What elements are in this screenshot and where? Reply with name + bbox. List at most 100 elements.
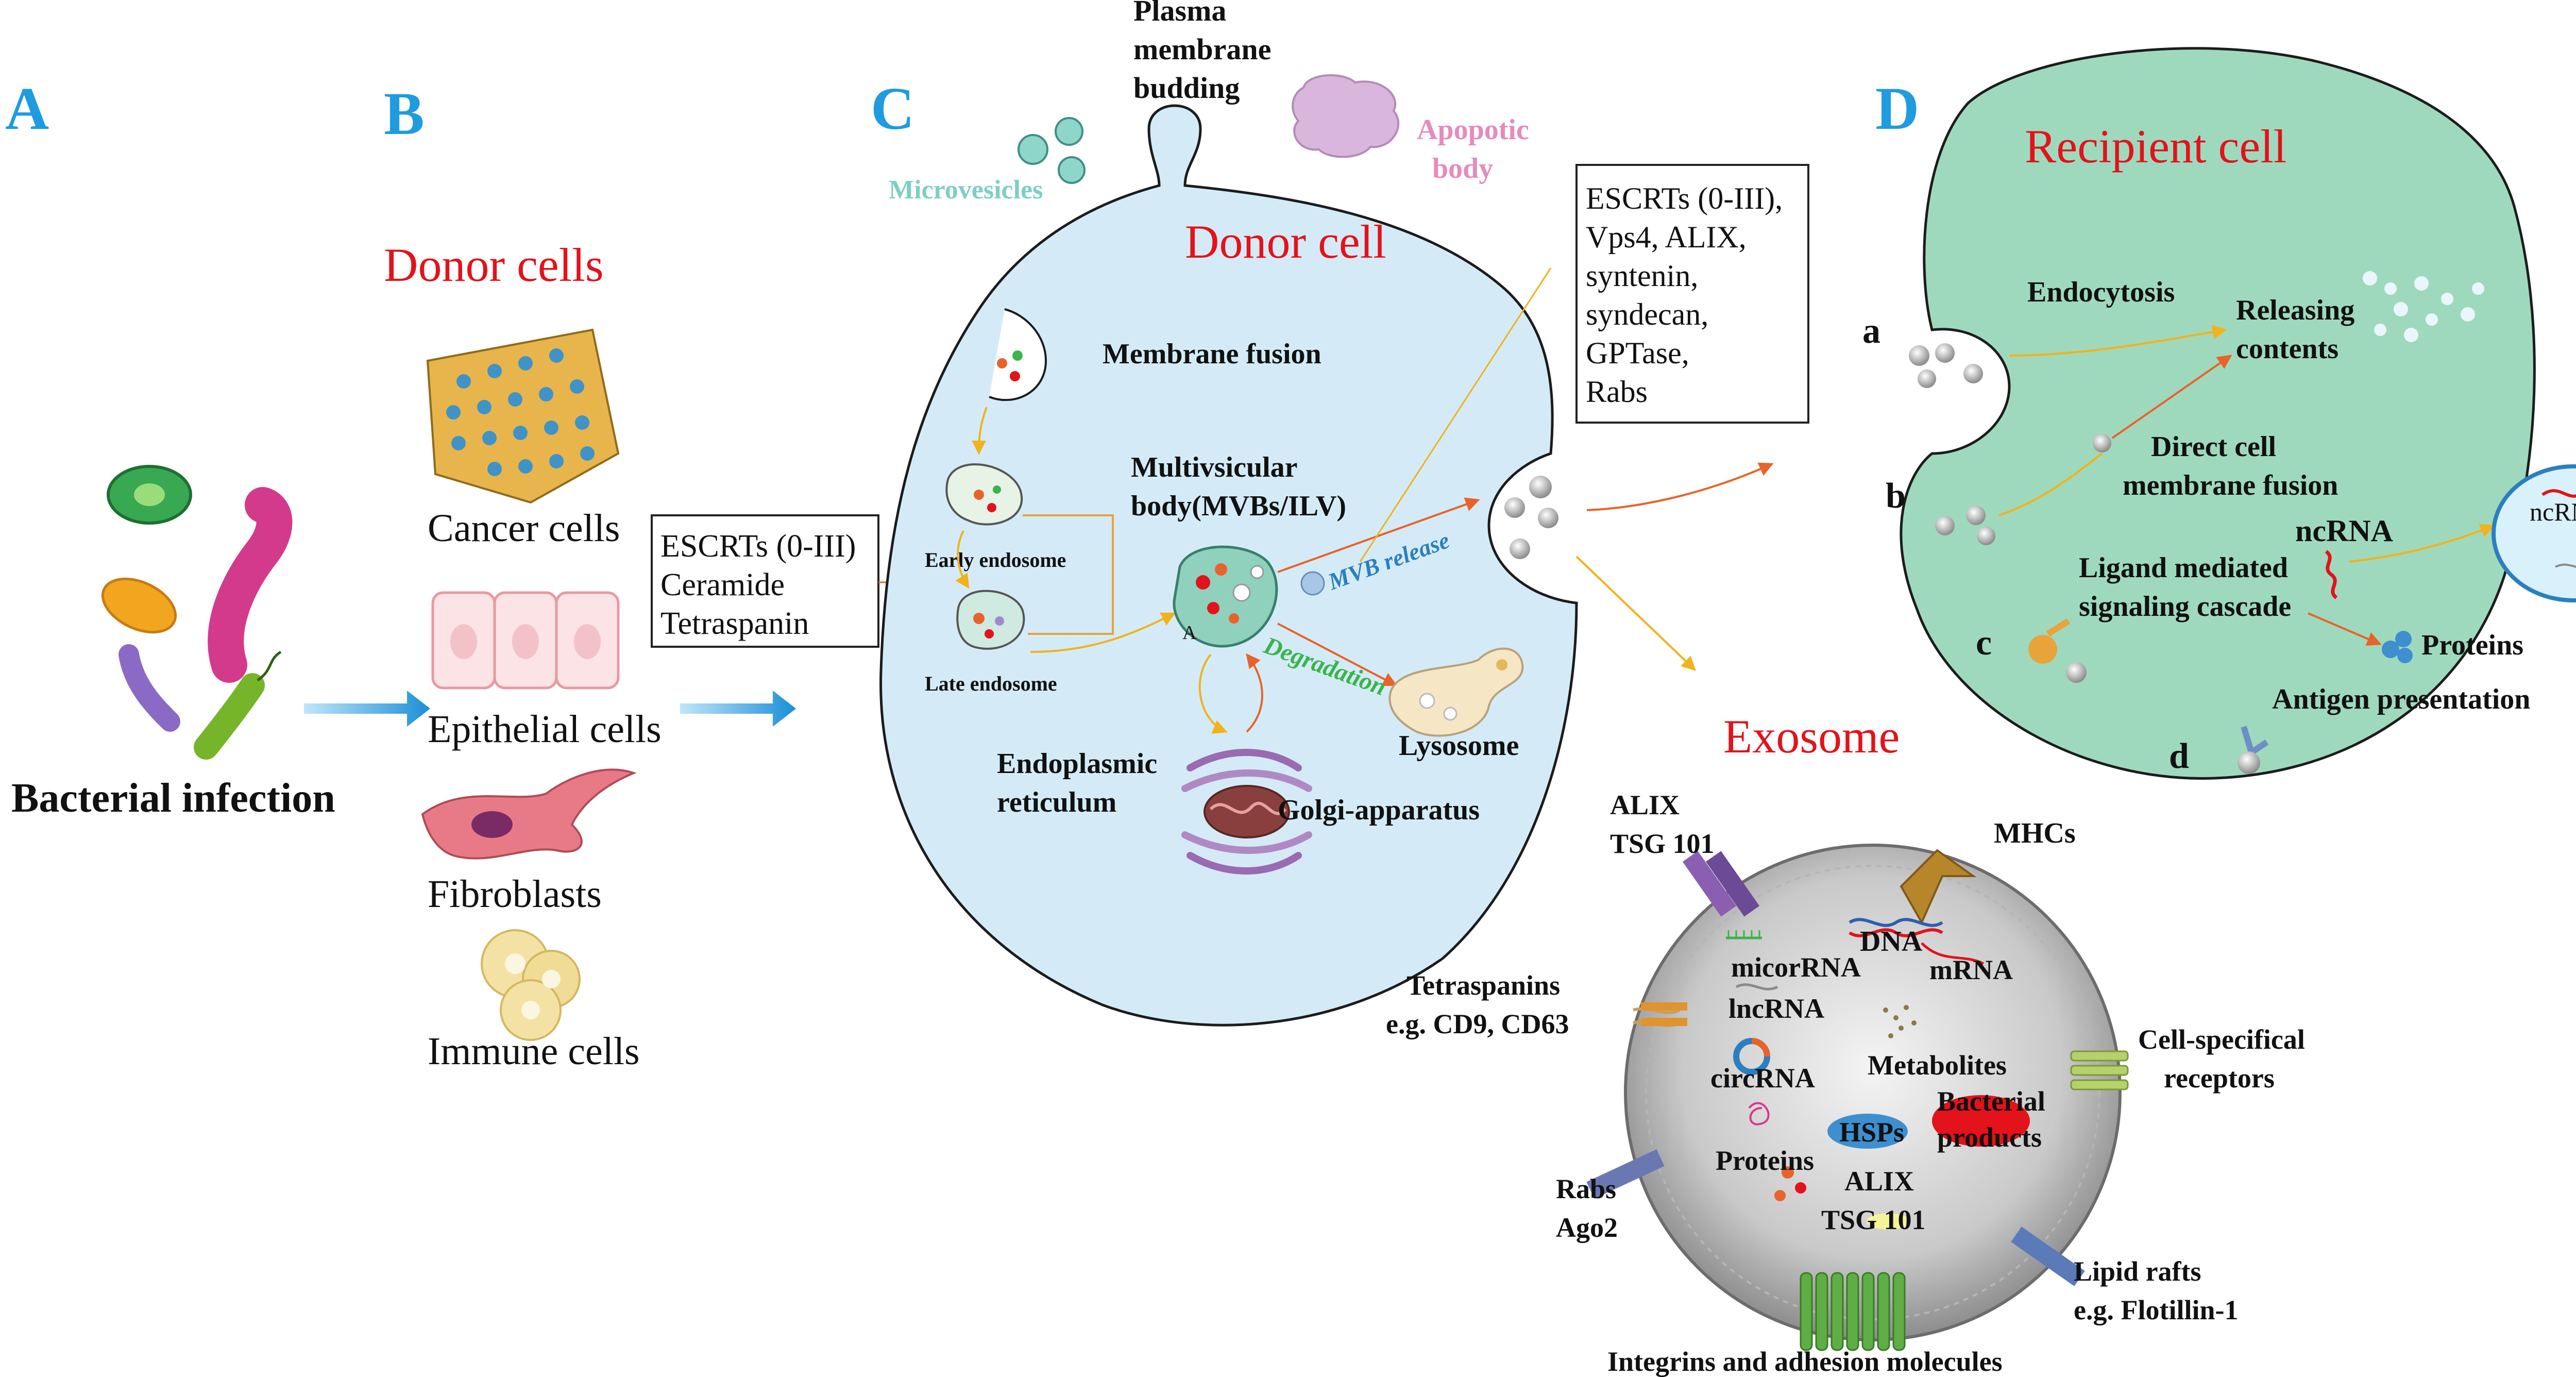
escrt-box-b-line-3: Tetraspanin [660, 606, 809, 641]
bacterial-infection-label: Bacterial infection [11, 776, 335, 821]
receptor-c [2028, 618, 2087, 683]
exo-mrna-label: mRNA [1929, 954, 2013, 985]
route-label-c: c [1976, 623, 1992, 663]
protein-blobs-d [2382, 631, 2413, 663]
exo-tetraspanins-label-2: e.g. CD9, CD63 [1386, 1009, 1569, 1039]
epithelial-cells-label: Epithelial cells [428, 708, 662, 751]
exo-lipid-rafts-label-2: e.g. Flotillin-1 [2074, 1295, 2238, 1325]
exosome-membrane-proteins [1586, 849, 2129, 1351]
multivesicular-body [1173, 545, 1278, 648]
multivesicular-body-label-1: Multivsicular [1131, 451, 1298, 483]
degradation-arrow [1277, 623, 1398, 686]
ligand-label-1: Ligand mediated [2079, 552, 2288, 584]
exo-hsps-label: HSPs [1839, 1117, 1904, 1148]
arrow-b-to-c [680, 691, 796, 727]
endoplasmic-reticulum-label-1: Endoplasmic [997, 748, 1157, 780]
exo-alix-inner-label-1: ALIX [1844, 1166, 1914, 1197]
exo-alix-inner-label-2: TSG 101 [1821, 1204, 1926, 1235]
escrt-box-c-line-2: Vps4, ALIX, [1586, 220, 1747, 254]
releasing-contents-label-1: Releasing [2236, 294, 2354, 326]
golgi-apparatus-label: Golgi-apparatus [1278, 794, 1480, 826]
exosome-to-recipient-arrows [1575, 462, 1774, 671]
exo-circrna-label: circRNA [1710, 1063, 1815, 1094]
exosome-body [1624, 844, 2122, 1341]
multivesicular-body-label-2: body(MVBs/ILV) [1131, 490, 1346, 522]
escrt-box-c: ESCRTs (0-III), Vps4, ALIX, syntenin, sy… [1575, 164, 1809, 424]
microvesicles-label: Microvesicles [889, 175, 1043, 205]
proteins-d-label: Proteins [2421, 629, 2523, 661]
exosome-title: Exosome [1723, 710, 1900, 763]
exo-lncrna-label: lncRNA [1728, 993, 1824, 1024]
escrt-box-b-line-1: ESCRTs (0-III) [660, 529, 856, 564]
route-label-a: a [1862, 311, 1880, 351]
escrt-box-c-connector [1359, 267, 1552, 562]
direct-fusion-label-2: membrane fusion [2123, 469, 2338, 501]
mvb-arrows [955, 407, 1176, 653]
exo-bacterial-products-label-1: Bacterial [1937, 1086, 2045, 1117]
exo-rabs-label-1: Rabs [1556, 1173, 1616, 1204]
route-label-d: d [2169, 736, 2189, 776]
ncrna-label: ncRNA [2295, 514, 2393, 548]
escrt-box-b-line-2: Ceramide [660, 567, 785, 602]
released-exosomes-c [1504, 476, 1558, 559]
route-b-vesicles [1935, 434, 2111, 545]
apoptotic-body-label-1: Apopotic [1417, 114, 1529, 146]
exo-tetraspanins-label-1: Tetraspanins [1406, 970, 1560, 1001]
exo-metabolites-label: Metabolites [1868, 1050, 2007, 1081]
immune-cells-illustration [481, 929, 581, 1041]
escrt-box-c-line-6: Rabs [1586, 375, 1648, 409]
escrt-box-c-line-3: syntenin, [1586, 259, 1698, 293]
nucleus-illustration [2492, 464, 2576, 602]
direct-fusion-label-1: Direct cell [2151, 431, 2276, 463]
ncrna-squiggle [2325, 550, 2338, 599]
ncrna-nucleus-label: ncRNA [2530, 497, 2576, 526]
donor-cells-title: Donor cells [384, 239, 604, 291]
er-golgi-illustration [1181, 749, 1312, 875]
exo-micorrna-label: micorRNA [1731, 952, 1861, 983]
fibroblast-illustration [421, 768, 637, 860]
lysosome-label: Lysosome [1399, 730, 1519, 762]
exo-alix-top-label-1: ALIX [1610, 790, 1680, 820]
exosome-cargo-illustrations [1726, 918, 2030, 1230]
route-a-vesicles [1909, 343, 1983, 388]
panel-letter-b: B [384, 80, 425, 147]
apoptotic-body-label-2: body [1432, 153, 1493, 184]
escrt-box-c-line-1: ESCRTs (0-III), [1586, 181, 1783, 215]
er-mvb-arrows [1198, 653, 1263, 734]
exo-bacterial-products-label-2: products [1937, 1122, 2042, 1153]
exo-cell-specific-label-2: receptors [2164, 1063, 2275, 1094]
lysosome-illustration [1388, 647, 1524, 737]
exo-integrins-label: Integrins and adhesion molecules [1607, 1346, 2003, 1377]
epithelial-cells-illustration [431, 591, 620, 690]
cancer-cells-illustration [426, 328, 620, 504]
endoplasmic-reticulum-label-2: reticulum [997, 786, 1116, 818]
exo-mhcs-label: MHCs [1994, 817, 2076, 849]
fibroblasts-label: Fibroblasts [428, 872, 602, 916]
exo-rabs-label-2: Ago2 [1556, 1212, 1618, 1243]
escrt-box-c-line-5: GPTase, [1586, 336, 1689, 370]
donor-cell-title: Donor cell [1185, 215, 1386, 268]
released-contents-dots [2363, 271, 2484, 342]
microvesicles-illustration [1018, 117, 1086, 184]
escrt-box-c-line-4: syndecan, [1586, 297, 1708, 331]
exo-cell-specific-label-1: Cell-specifical [2138, 1024, 2305, 1055]
receptor-d [2238, 726, 2269, 774]
exo-alix-top-label-2: TSG 101 [1610, 828, 1715, 859]
late-endosome [956, 590, 1025, 650]
route-label-b: b [1886, 476, 1906, 516]
plasma-membrane-budding-label-3: budding [1133, 71, 1240, 105]
membrane-fusion-label: Membrane fusion [1103, 338, 1321, 370]
recipient-cell-body [1900, 47, 2536, 780]
recipient-cell-title: Recipient cell [2025, 120, 2286, 173]
early-endosome [945, 463, 1023, 526]
panel-letter-a: A [5, 75, 49, 142]
mvb-inner-letter: A [1182, 622, 1197, 644]
recipient-arrows [1998, 325, 2495, 646]
plasma-membrane-budding-label-2: membrane [1133, 32, 1271, 66]
releasing-contents-label-2: contents [2236, 333, 2338, 365]
late-endosome-label: Late endosome [925, 672, 1057, 695]
early-endosome-label: Early endosome [925, 548, 1066, 572]
plasma-membrane-budding-label-1: Plasma [1133, 0, 1226, 27]
exo-proteins-label: Proteins [1716, 1145, 1814, 1176]
